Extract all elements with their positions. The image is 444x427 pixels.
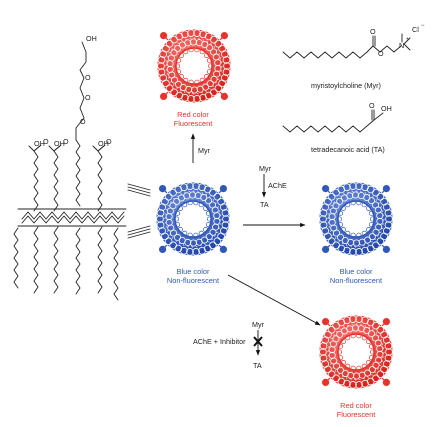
ta-carbonyl-o: O [369, 101, 375, 110]
peg-oh-label: OH [86, 34, 97, 43]
myr-n-charge: + [406, 37, 410, 43]
myr-cl-charge: − [421, 23, 425, 29]
mid-state-fluor: Non-fluorescent [167, 276, 219, 285]
hash-lines-upper [127, 183, 151, 197]
myristoylcholine-structure: O O N + Cl − myristoylcholine (Myr) [282, 23, 425, 90]
peg-o-label-1: O [85, 93, 91, 102]
top-state-fluor: Fluorescent [174, 119, 213, 128]
bottom-state-fluor: Fluorescent [337, 410, 376, 419]
myr-ester-o: O [378, 49, 384, 58]
vesicle-head-knob [382, 245, 391, 254]
right-state-color: Blue color [340, 267, 373, 276]
myr-n-atom: N [399, 41, 404, 50]
vesicle-head-knob [159, 31, 168, 40]
myr-carbonyl-o: O [370, 27, 376, 36]
blue-vesicle-right [319, 182, 393, 256]
bottom-state-color: Red color [340, 401, 372, 410]
lipid-assembly-structure: OH O OH O OH O OH O O O [13, 34, 151, 301]
vesicle-head-knob [158, 184, 167, 193]
vesicle-head-knob [220, 31, 229, 40]
ache-inhibitor-label: AChE + Inhibitor [193, 337, 246, 346]
peg-o-label-2: O [85, 73, 91, 82]
vesicle-head-knob [219, 184, 228, 193]
vesicle-head-knob [382, 378, 391, 387]
ta-oh-group: OH [381, 104, 392, 113]
red-fluorescent-vesicle-bottom [319, 315, 393, 389]
red-fluorescent-vesicle-top [157, 29, 231, 103]
vesicle-head-knob [382, 184, 391, 193]
vesicle-head-knob [321, 378, 330, 387]
carboxyl-oh-label-3: OH [98, 139, 109, 148]
mid-state-color: Blue color [177, 267, 210, 276]
tetradecanoic-acid-label: tetradecanoic acid (TA) [311, 145, 385, 154]
vesicle-head-knob [219, 245, 228, 254]
myr-label-top: Myr [198, 146, 211, 155]
carboxyl-o-label-1: O [43, 137, 49, 146]
hash-lines-lower [127, 225, 151, 239]
vesicle-head-knob [321, 184, 330, 193]
vesicle-head-knob [321, 317, 330, 326]
myr-cl-ion: Cl [412, 25, 419, 34]
tetradecanoic-acid-structure: O OH tetradecanoic acid (TA) [282, 101, 392, 154]
x-cross-icon [253, 336, 263, 347]
arrow-to-red-bottom [227, 274, 321, 326]
vesicle-head-knob [159, 92, 168, 101]
vesicle-head-knob [321, 245, 330, 254]
carboxyl-oh-label-1: OH [34, 139, 45, 148]
ache-label: AChE [268, 181, 287, 190]
top-state-color: Red color [177, 110, 209, 119]
peg-o-label-3: O [80, 117, 86, 126]
myristoylcholine-label: myristoylcholine (Myr) [311, 81, 381, 90]
carboxyl-o-label-3: O [106, 137, 112, 146]
myr-label-right: Myr [259, 164, 272, 173]
ta-label-right: TA [260, 200, 269, 209]
carboxyl-oh-label-2: OH [54, 139, 65, 148]
right-state-fluor: Non-fluorescent [330, 276, 382, 285]
vesicle-head-knob [220, 92, 229, 101]
blue-vesicle-center [156, 182, 230, 256]
carboxyl-o-label-2: O [63, 137, 69, 146]
vesicle-head-knob [158, 245, 167, 254]
vesicle-head-knob [382, 317, 391, 326]
ta-label-bottom: TA [253, 361, 262, 370]
myr-label-bottom: Myr [252, 320, 265, 329]
